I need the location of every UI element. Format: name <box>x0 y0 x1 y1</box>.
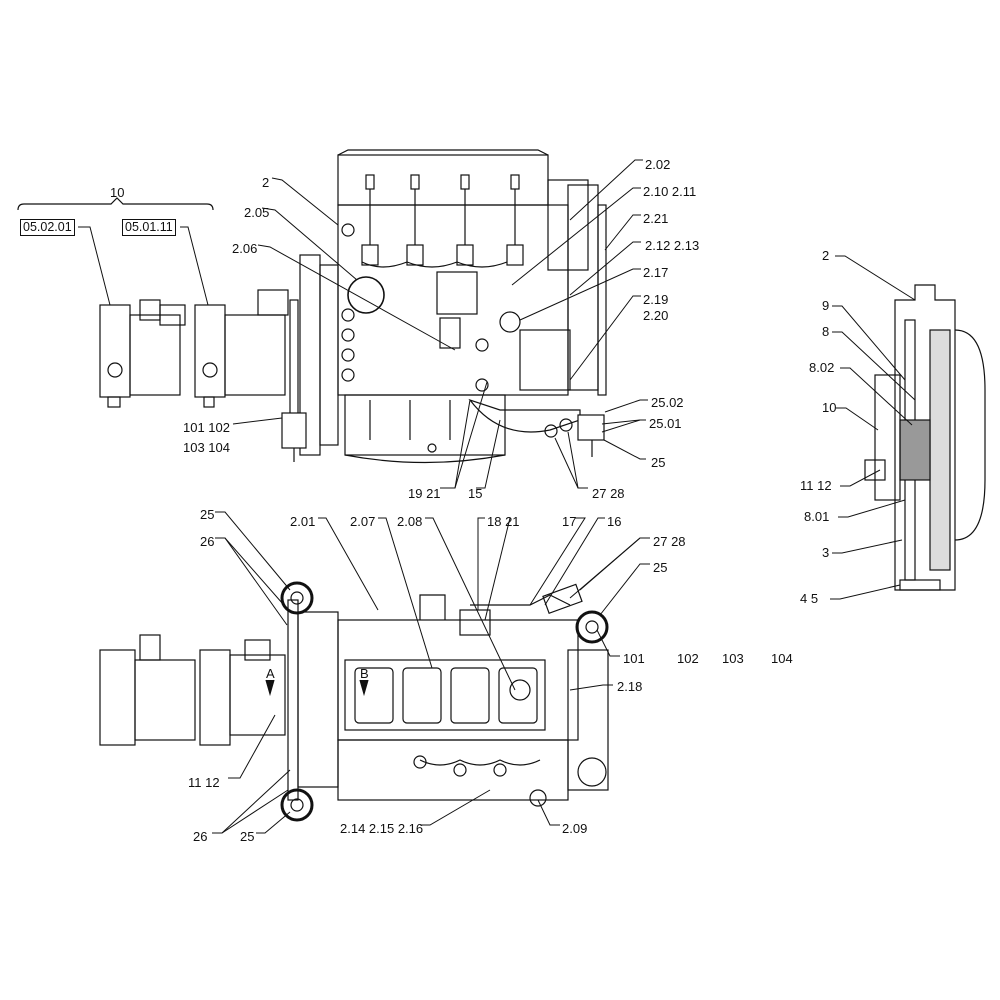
callout-8-01[interactable]: 8.01 <box>804 509 830 524</box>
callout-3[interactable]: 3 <box>822 545 830 560</box>
callout-19-21[interactable]: 19 21 <box>408 486 441 501</box>
callout-2-07[interactable]: 2.07 <box>350 514 376 529</box>
bottom-view-engine <box>99 581 609 822</box>
callout-101-102[interactable]: 101 102 <box>183 420 230 435</box>
callout-27-28[interactable]: 27 28 <box>592 486 625 501</box>
bottom-view-leaders <box>212 511 650 834</box>
callout-2-10-2-11[interactable]: 2.10 2.11 <box>643 184 697 199</box>
callout-2-08[interactable]: 2.08 <box>397 514 423 529</box>
callout-11-12[interactable]: 11 12 <box>188 775 220 790</box>
top-view-leaders <box>78 159 648 489</box>
callout-26[interactable]: 26 <box>193 829 208 844</box>
callout-18-21[interactable]: 18 21 <box>487 514 520 529</box>
callout-25[interactable]: 25 <box>651 455 666 470</box>
callout-17[interactable]: 17 <box>562 514 577 529</box>
callout-102[interactable]: 102 <box>677 651 699 666</box>
part-box-05-01-11[interactable]: 05.01.11 <box>122 219 176 236</box>
callout-26[interactable]: 26 <box>200 534 215 549</box>
callout-2-05[interactable]: 2.05 <box>244 205 270 220</box>
callout-25[interactable]: 25 <box>200 507 215 522</box>
callout-103[interactable]: 103 <box>722 651 744 666</box>
view-marker-b: B <box>360 666 369 681</box>
callout-104[interactable]: 104 <box>771 651 793 666</box>
callout-2-02[interactable]: 2.02 <box>645 157 671 172</box>
callout-2-21[interactable]: 2.21 <box>643 211 669 226</box>
callout-10[interactable]: 10 <box>822 400 837 415</box>
group-label-10: 10 <box>110 185 125 200</box>
callout-8[interactable]: 8 <box>822 324 830 339</box>
callout-15[interactable]: 15 <box>468 486 483 501</box>
callout-2[interactable]: 2 <box>822 248 830 263</box>
callout-2[interactable]: 2 <box>262 175 270 190</box>
callout-2-20[interactable]: 2.20 <box>643 308 669 323</box>
callout-25[interactable]: 25 <box>653 560 668 575</box>
callout-25-01[interactable]: 25.01 <box>649 416 682 431</box>
callout-2-12-2-13[interactable]: 2.12 2.13 <box>645 238 700 253</box>
callout-2-06[interactable]: 2.06 <box>232 241 258 256</box>
callout-16[interactable]: 16 <box>607 514 622 529</box>
callout-25[interactable]: 25 <box>240 829 255 844</box>
callout-101[interactable]: 101 <box>623 651 645 666</box>
part-box-05-02-01[interactable]: 05.02.01 <box>20 219 75 236</box>
callout-4-5[interactable]: 4 5 <box>800 591 819 606</box>
callout-11-12[interactable]: 11 12 <box>800 478 832 493</box>
callout-2-09[interactable]: 2.09 <box>562 821 588 836</box>
top-view-engine <box>17 149 607 464</box>
callout-27-28[interactable]: 27 28 <box>653 534 686 549</box>
view-marker-a: A <box>266 666 275 681</box>
callout-2-18[interactable]: 2.18 <box>617 679 643 694</box>
callout-8-02[interactable]: 8.02 <box>809 360 835 375</box>
callout-2-19[interactable]: 2.19 <box>643 292 669 307</box>
side-view-leaders <box>830 255 916 600</box>
callout-103-104[interactable]: 103 104 <box>183 440 230 455</box>
callout-2-14-2-15-2-16[interactable]: 2.14 2.15 2.16 <box>340 821 424 836</box>
callout-2-17[interactable]: 2.17 <box>643 265 669 280</box>
callout-9[interactable]: 9 <box>822 298 830 313</box>
side-view-flywheel <box>864 284 986 591</box>
callout-2-01[interactable]: 2.01 <box>290 514 316 529</box>
callout-25-02[interactable]: 25.02 <box>651 395 684 410</box>
